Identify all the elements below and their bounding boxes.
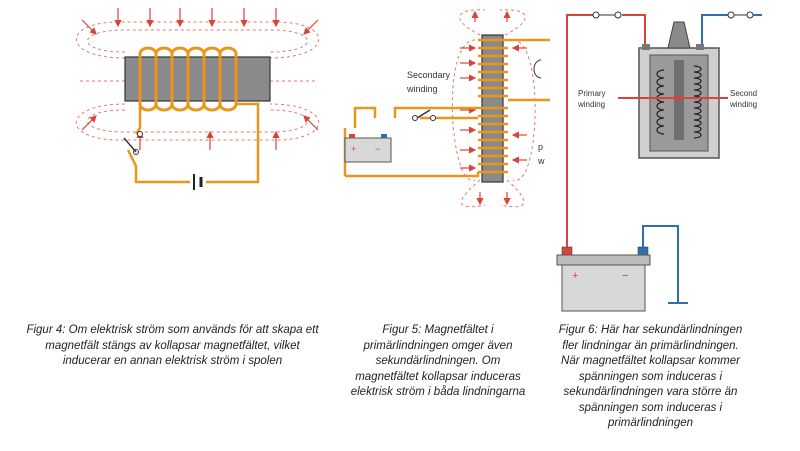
positive-wire (566, 14, 646, 252)
magnetic-field-lines (76, 21, 319, 141)
battery-minus: − (375, 144, 380, 154)
partial-label-p: p (538, 142, 543, 152)
field-arrows (460, 10, 527, 206)
coil (138, 46, 238, 112)
battery: + − (344, 134, 392, 163)
battery-symbol (193, 174, 203, 190)
switch (412, 109, 436, 121)
battery-plus: + (572, 270, 578, 282)
negative-wire (642, 14, 728, 303)
switch-contacts (592, 11, 622, 19)
battery-minus: − (622, 270, 628, 282)
figure-6-caption: Figur 6: Här har sekundärlindningen fler… (558, 324, 743, 429)
secondary-switch (727, 11, 762, 19)
figure-4-caption: Figur 4: Om elektrisk ström som används … (26, 324, 319, 367)
ignition-coil (618, 21, 728, 159)
circuit-wire (126, 102, 260, 184)
partial-label-w: w (537, 156, 545, 166)
battery-plus: + (351, 144, 356, 154)
switch (123, 131, 143, 155)
primary-coil (478, 38, 508, 174)
figure-4-diagram (76, 8, 319, 190)
figure-5-caption: Figur 5: Magnetfältet i primärlindningen… (350, 324, 526, 398)
magnetic-field-lines (451, 9, 536, 208)
battery: + − (556, 246, 651, 312)
iron-core (124, 56, 271, 102)
